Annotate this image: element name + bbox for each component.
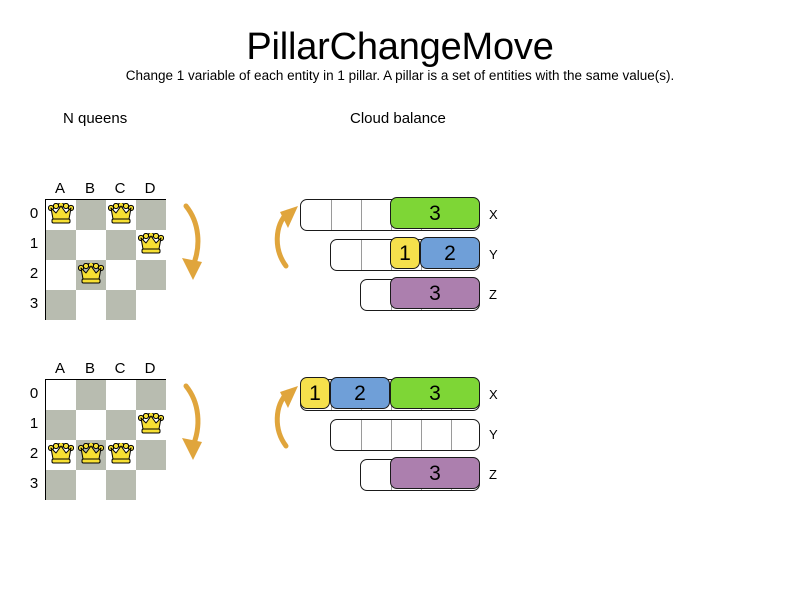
board-cell-C3[interactable] xyxy=(106,470,136,500)
process-block-X-3[interactable]: 3 xyxy=(390,197,480,230)
board-row-label-2: 2 xyxy=(29,265,39,282)
board-cell-D0[interactable] xyxy=(136,200,166,230)
cloud-computer-row-Y[interactable]: Y xyxy=(330,419,498,451)
board-row-label-1: 1 xyxy=(29,235,39,252)
chessboard-after[interactable] xyxy=(45,379,166,500)
board-cell-A1[interactable] xyxy=(46,230,76,260)
board-col-label-D: D xyxy=(144,360,156,377)
board-column-labels: A B C D xyxy=(45,180,166,198)
board-col-label-C: C xyxy=(114,360,126,377)
queen-piece-B2[interactable] xyxy=(77,261,105,287)
process-block-X-2[interactable]: 2 xyxy=(330,377,390,410)
board-cell-D3[interactable] xyxy=(136,470,166,500)
process-block-X-3[interactable]: 3 xyxy=(390,377,480,410)
board-cell-B3[interactable] xyxy=(76,470,106,500)
process-block-X-1[interactable]: 1 xyxy=(300,377,330,410)
queen-piece-A2[interactable] xyxy=(47,441,75,467)
queen-piece-C0[interactable] xyxy=(107,201,135,227)
board-cell-D3[interactable] xyxy=(136,290,166,320)
board-col-label-B: B xyxy=(84,180,95,197)
board-column-labels: A B C D xyxy=(45,360,166,378)
board-row-label-2: 2 xyxy=(29,445,39,462)
board-cell-C0[interactable] xyxy=(106,380,136,410)
board-col-label-B: B xyxy=(84,360,95,377)
board-col-label-D: D xyxy=(144,180,156,197)
capacity-slot-dividers xyxy=(331,420,479,450)
board-row-labels: 0 1 2 3 xyxy=(26,199,42,320)
curved-arrow-up-icon xyxy=(274,206,298,269)
board-cell-A0[interactable] xyxy=(46,380,76,410)
process-block-Z-3[interactable]: 3 xyxy=(390,457,480,490)
process-block-Y-2[interactable]: 2 xyxy=(420,237,480,270)
board-cell-B0[interactable] xyxy=(76,200,106,230)
board-cell-B3[interactable] xyxy=(76,290,106,320)
computer-label-X: X xyxy=(489,387,498,402)
board-row-label-0: 0 xyxy=(29,205,39,222)
computer-label-Z: Z xyxy=(489,287,497,302)
board-cell-C3[interactable] xyxy=(106,290,136,320)
queen-piece-B2[interactable] xyxy=(77,441,105,467)
board-col-label-A: A xyxy=(54,180,65,197)
board-cell-C2[interactable] xyxy=(106,260,136,290)
board-cell-D2[interactable] xyxy=(136,440,166,470)
curved-arrow-down-icon xyxy=(182,383,202,460)
board-cell-A2[interactable] xyxy=(46,260,76,290)
board-cell-B1[interactable] xyxy=(76,230,106,260)
queen-piece-D1[interactable] xyxy=(137,411,165,437)
board-cell-A1[interactable] xyxy=(46,410,76,440)
board-cell-D0[interactable] xyxy=(136,380,166,410)
chessboard-grid[interactable] xyxy=(45,199,166,320)
queen-piece-C2[interactable] xyxy=(107,441,135,467)
computer-label-Z: Z xyxy=(489,467,497,482)
board-col-label-C: C xyxy=(114,180,126,197)
board-row-label-0: 0 xyxy=(29,385,39,402)
process-block-Y-1[interactable]: 1 xyxy=(390,237,420,270)
curved-arrow-up-icon xyxy=(274,386,298,449)
chessboard-before[interactable] xyxy=(45,199,166,320)
board-row-labels: 0 1 2 3 xyxy=(26,379,42,500)
board-row-label-3: 3 xyxy=(29,475,39,492)
board-cell-A3[interactable] xyxy=(46,290,76,320)
section-heading-cloud: Cloud balance xyxy=(350,110,446,127)
computer-label-X: X xyxy=(489,207,498,222)
computer-capacity-bar-Y[interactable] xyxy=(330,419,480,451)
board-col-label-A: A xyxy=(54,360,65,377)
chessboard-grid[interactable] xyxy=(45,379,166,500)
board-row-label-3: 3 xyxy=(29,295,39,312)
curved-arrow-down-icon xyxy=(182,203,202,280)
page-subtitle: Change 1 variable of each entity in 1 pi… xyxy=(125,68,675,83)
board-cell-B1[interactable] xyxy=(76,410,106,440)
board-cell-D2[interactable] xyxy=(136,260,166,290)
computer-label-Y: Y xyxy=(489,247,498,262)
board-row-label-1: 1 xyxy=(29,415,39,432)
queen-piece-D1[interactable] xyxy=(137,231,165,257)
board-cell-B0[interactable] xyxy=(76,380,106,410)
board-cell-C1[interactable] xyxy=(106,230,136,260)
page-title: PillarChangeMove xyxy=(246,26,554,68)
board-cell-C1[interactable] xyxy=(106,410,136,440)
section-heading-nqueens: N queens xyxy=(63,110,128,127)
queen-piece-A0[interactable] xyxy=(47,201,75,227)
computer-label-Y: Y xyxy=(489,427,498,442)
board-cell-A3[interactable] xyxy=(46,470,76,500)
process-block-Z-3[interactable]: 3 xyxy=(390,277,480,310)
